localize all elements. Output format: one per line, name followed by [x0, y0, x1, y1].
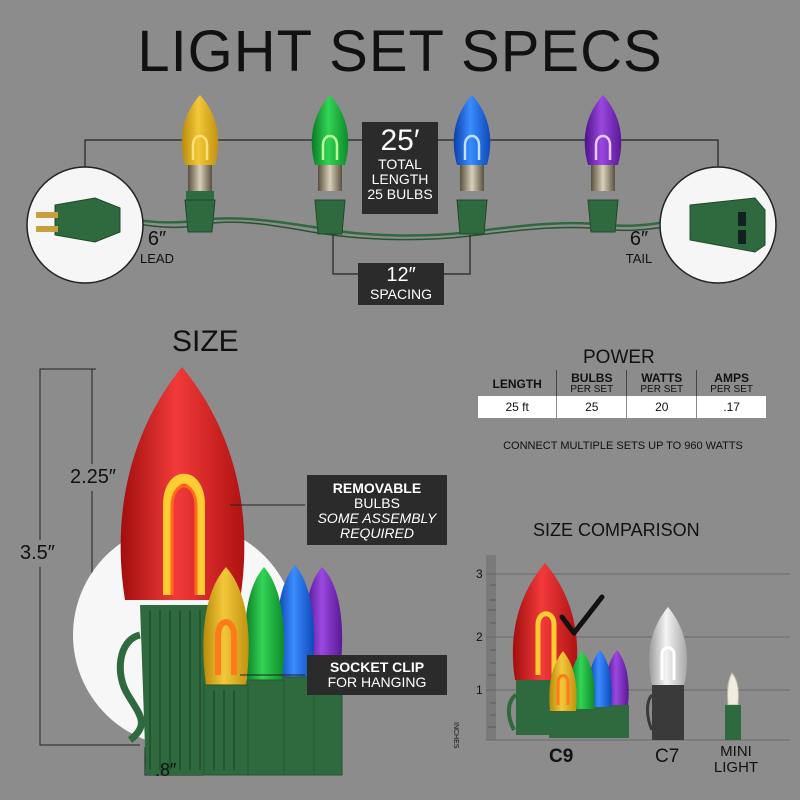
power-title: POWER: [583, 347, 655, 368]
mini-light-bulb-icon: [725, 672, 741, 740]
ruler-tick-3: 3: [476, 567, 483, 581]
cell-length: 25 ft: [478, 396, 557, 418]
spacing-text: SPACING: [370, 286, 432, 302]
cell-amps: .17: [696, 396, 766, 418]
total-length-line2: LENGTH: [371, 171, 429, 187]
removable-bulbs-callout: REMOVABLE BULBS SOME ASSEMBLY REQUIRED: [307, 475, 447, 545]
total-length-box: 25′ TOTAL LENGTH 25 BULBS: [362, 122, 438, 214]
lead-text: LEAD: [140, 251, 174, 266]
ruler-units: INCHES: [452, 722, 459, 749]
comparison-title: SIZE COMPARISON: [533, 520, 700, 540]
base-width-label: .8″: [155, 760, 177, 780]
female-plug-icon: [659, 166, 777, 284]
c9-label: C9: [549, 746, 574, 767]
green-bulb-icon: [311, 95, 349, 235]
total-length-value: 25′: [380, 124, 420, 157]
table-row: 25 ft 25 20 .17: [478, 396, 766, 418]
blue-bulb-icon: [453, 95, 491, 235]
size-comparison-chart: [486, 555, 790, 741]
mini-line2: LIGHT: [713, 759, 759, 776]
ruler-tick-2: 2: [476, 630, 483, 644]
removable-line2: BULBS: [354, 495, 400, 511]
clip-line1: SOCKET CLIP: [329, 659, 425, 675]
clip-line2: FOR HANGING: [327, 674, 427, 690]
mini-line1: MINI: [720, 743, 752, 760]
spacing-value: 12″: [386, 264, 416, 286]
power-note: CONNECT MULTIPLE SETS UP TO 960 WATTS: [503, 440, 743, 452]
checkmark-icon: [559, 594, 605, 636]
green-small-bulb-icon: [244, 567, 285, 776]
ruler-tick-1: 1: [476, 683, 483, 697]
c7-clear-bulb-icon: [646, 607, 688, 740]
yellow-bulb-icon: [181, 95, 219, 233]
size-title: SIZE: [172, 325, 239, 358]
removable-line3: SOME ASSEMBLY: [317, 510, 437, 526]
lead-label: 6″ LEAD: [138, 228, 176, 266]
bulb-height-label: 2.25″: [70, 464, 117, 491]
male-plug-icon: [26, 166, 144, 284]
removable-line1: REMOVABLE: [332, 480, 422, 496]
cell-bulbs: 25: [556, 396, 627, 418]
total-length-line1: TOTAL: [378, 156, 422, 172]
lead-value: 6″: [147, 228, 167, 250]
c7-label: C7: [655, 746, 680, 767]
tail-label: 6″ TAIL: [620, 228, 658, 266]
total-length-line3: 25 BULBS: [367, 186, 433, 202]
mini-light-label: MINI LIGHT: [706, 744, 766, 776]
total-height-label: 3.5″: [20, 540, 55, 567]
c9-yellow-bulb-icon: [549, 651, 577, 738]
size-diagram: [39, 367, 343, 776]
cell-watts: 20: [626, 396, 697, 418]
purple-bulb-icon: [584, 95, 622, 233]
socket-clip-callout: SOCKET CLIP FOR HANGING: [307, 655, 447, 695]
yellow-small-bulb-icon: [203, 567, 249, 776]
header-length: LENGTH: [492, 377, 542, 391]
page-title: LIGHT SET SPECS: [137, 19, 663, 84]
tail-value: 6″: [629, 228, 649, 250]
string-diagram: [26, 95, 777, 284]
tail-text: TAIL: [625, 251, 653, 266]
removable-line4: REQUIRED: [340, 525, 414, 541]
spacing-box: 12″ SPACING: [358, 263, 444, 305]
